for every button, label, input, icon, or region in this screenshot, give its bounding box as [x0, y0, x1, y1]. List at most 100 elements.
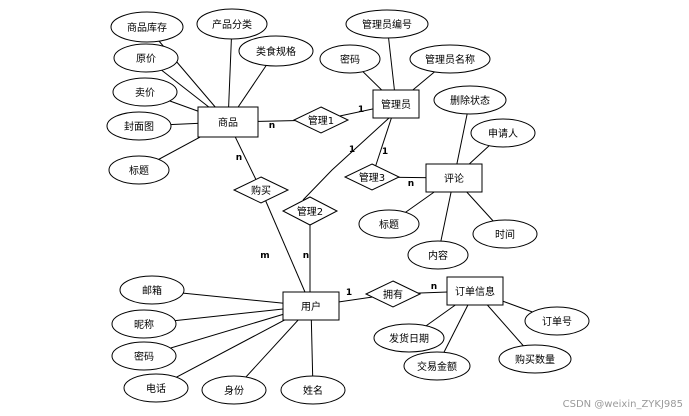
attribute-qty: 购买数量: [498, 344, 572, 374]
entity-user-label: 用户: [301, 300, 321, 313]
cardinality-manage1-admin: 1: [358, 105, 364, 115]
attribute-idcard-ellipse: [201, 375, 267, 405]
attribute-review-time: 时间: [472, 219, 538, 249]
attribute-admin-no-label: 管理员编号: [362, 18, 412, 31]
edge-admin-manage2: [302, 117, 390, 201]
attribute-title-ellipse: [108, 155, 170, 185]
attribute-spec-ellipse: [238, 35, 314, 67]
entity-product-label: 商品: [218, 116, 238, 129]
entity-order: 订单信息: [446, 276, 504, 306]
attribute-order-no-label: 订单号: [542, 316, 572, 328]
relationship-manage3-diamond: [343, 163, 401, 191]
attribute-admin-name: 管理员名称: [409, 44, 491, 74]
cardinality-buy-user: m: [260, 251, 269, 261]
cardinality-admin-manage3: 1: [382, 147, 388, 157]
entity-admin-box: [372, 89, 420, 119]
watermark: CSDN @weixin_ZYKJ985: [563, 399, 683, 410]
attribute-applicant-ellipse: [470, 118, 536, 148]
attribute-deleted: 删除状态: [433, 85, 507, 115]
attribute-review-content: 内容: [407, 240, 469, 270]
cardinality-admin-manage2: 1: [349, 145, 355, 155]
attribute-orig-price: 原价: [113, 43, 179, 73]
attribute-phone: 电话: [123, 373, 189, 403]
attribute-stock-ellipse: [110, 11, 184, 43]
attribute-review-time-label: 时间: [495, 228, 515, 241]
attribute-review-title-label: 标题: [379, 219, 399, 231]
attribute-spec-label: 类食规格: [256, 45, 296, 58]
attribute-sale-price-label: 卖价: [135, 87, 155, 99]
attribute-title-label: 标题: [129, 165, 149, 177]
attribute-mailbox-label: 邮箱: [142, 284, 162, 297]
attribute-qty-label: 购买数量: [515, 353, 555, 366]
entity-admin: 管理员: [372, 89, 420, 119]
attribute-ship-date-label: 发货日期: [389, 332, 429, 345]
attribute-applicant-label: 申请人: [488, 127, 518, 140]
entity-product-box: [197, 106, 259, 138]
attribute-orig-price-ellipse: [113, 43, 179, 73]
attribute-orig-price-label: 原价: [136, 53, 156, 65]
relationship-buy-diamond: [232, 176, 290, 204]
attribute-phone-label: 电话: [146, 382, 166, 395]
attribute-cover: 封面图: [106, 111, 172, 141]
cardinality-user-own: 1: [346, 288, 352, 298]
attribute-amount: 交易金额: [403, 351, 471, 381]
attribute-nickname-ellipse: [111, 309, 177, 339]
attribute-review-time-ellipse: [472, 219, 538, 249]
relationship-buy: 购买: [232, 176, 290, 204]
attribute-admin-pwd-ellipse: [319, 44, 381, 74]
attribute-admin-no: 管理员编号: [345, 9, 429, 39]
attribute-idcard: 身份: [201, 375, 267, 405]
cardinality-own-order: n: [431, 282, 437, 292]
entity-user-box: [282, 291, 340, 321]
relationship-own-diamond: [364, 280, 422, 308]
entity-product: 商品: [197, 106, 259, 138]
attribute-admin-name-ellipse: [409, 44, 491, 74]
entity-review-box: [425, 163, 483, 193]
relationship-manage3: 管理3: [343, 163, 401, 191]
attribute-admin-pwd-label: 密码: [340, 53, 360, 66]
relationship-manage2-label: 管理2: [297, 205, 323, 218]
attribute-admin-no-ellipse: [345, 9, 429, 39]
attribute-user-pwd: 密码: [111, 341, 177, 371]
attribute-admin-name-label: 管理员名称: [425, 53, 475, 66]
attribute-review-content-ellipse: [407, 240, 469, 270]
attribute-user-pwd-ellipse: [111, 341, 177, 371]
attribute-amount-ellipse: [403, 351, 471, 381]
relationship-manage3-label: 管理3: [359, 171, 385, 184]
attribute-category-label: 产品分类: [212, 18, 252, 31]
relationship-manage1: 管理1: [292, 106, 350, 134]
edge-category-product: [227, 23, 233, 123]
attribute-nickname-label: 昵称: [134, 318, 154, 331]
edge-buy-user: [260, 189, 312, 307]
attribute-fullname-ellipse: [280, 375, 346, 405]
attribute-cover-ellipse: [106, 111, 172, 141]
attribute-amount-label: 交易金额: [417, 360, 457, 373]
attribute-ship-date-ellipse: [373, 323, 445, 353]
attribute-idcard-label: 身份: [224, 384, 244, 397]
attribute-stock: 商品库存: [110, 11, 184, 43]
attribute-order-no: 订单号: [524, 306, 590, 336]
attribute-user-pwd-label: 密码: [134, 350, 154, 363]
attribute-fullname-label: 姓名: [303, 384, 323, 397]
attribute-sale-price: 卖价: [112, 77, 178, 107]
attribute-deleted-ellipse: [433, 85, 507, 115]
edge-stock-product: [146, 26, 229, 123]
entity-order-label: 订单信息: [455, 285, 495, 298]
attribute-ship-date: 发货日期: [373, 323, 445, 353]
entity-review: 评论: [425, 163, 483, 193]
attribute-deleted-label: 删除状态: [450, 94, 490, 107]
cardinality-manage2-user: n: [303, 251, 309, 261]
cardinality-manage3-review: n: [408, 179, 414, 189]
attribute-category-ellipse: [196, 8, 268, 40]
attribute-spec: 类食规格: [238, 35, 314, 67]
relationship-manage1-diamond: [292, 106, 350, 134]
attribute-phone-ellipse: [123, 373, 189, 403]
attribute-mailbox-ellipse: [119, 275, 185, 305]
attribute-fullname: 姓名: [280, 375, 346, 405]
attribute-title: 标题: [108, 155, 170, 185]
attribute-category: 产品分类: [196, 8, 268, 40]
attribute-stock-label: 商品库存: [127, 21, 167, 34]
attribute-nickname: 昵称: [111, 309, 177, 339]
attribute-mailbox: 邮箱: [119, 275, 185, 305]
